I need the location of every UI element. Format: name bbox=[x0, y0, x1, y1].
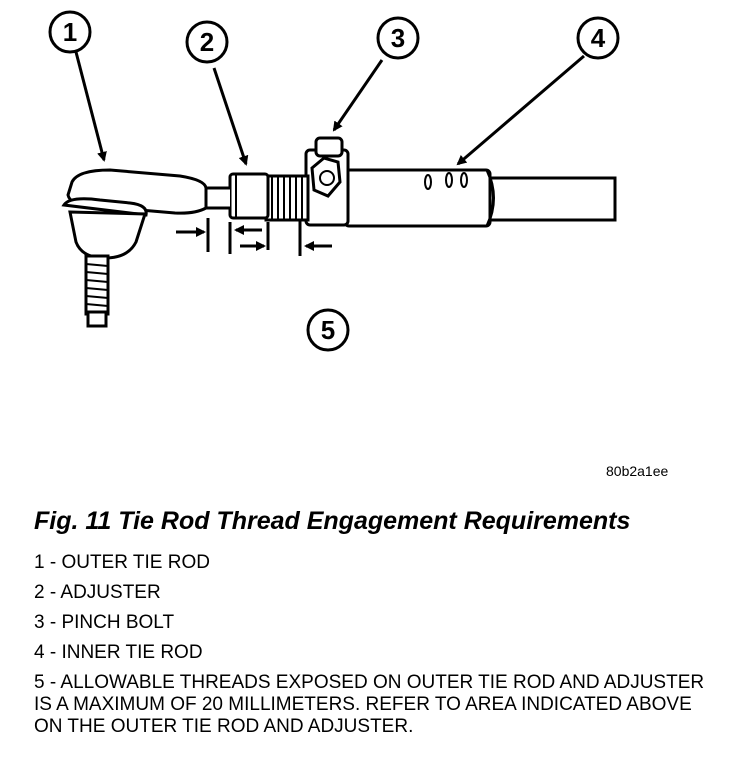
svg-text:4: 4 bbox=[591, 23, 606, 53]
legend-item: 1 - OUTER TIE ROD bbox=[34, 552, 210, 573]
callout-4: 4 bbox=[576, 16, 620, 60]
legend-list: 1 - OUTER TIE ROD 2 - ADJUSTER 3 - PINCH… bbox=[34, 552, 724, 746]
figure-caption: Fig. 11 Tie Rod Thread Engagement Requir… bbox=[34, 507, 631, 535]
legend-item: 3 - PINCH BOLT bbox=[34, 612, 175, 633]
svg-text:2: 2 bbox=[200, 27, 214, 57]
legend-item: 4 - INNER TIE ROD bbox=[34, 642, 203, 663]
callout-3: 3 bbox=[376, 16, 420, 60]
inner-tie-rod bbox=[343, 168, 617, 228]
adjuster bbox=[228, 172, 310, 222]
outer-tie-rod bbox=[61, 168, 230, 328]
svg-text:3: 3 bbox=[391, 23, 405, 53]
svg-text:5: 5 bbox=[321, 315, 335, 345]
callout-leaders bbox=[74, 51, 585, 166]
svg-text:1: 1 bbox=[63, 17, 77, 47]
tie-rod-diagram: 1 2 3 4 5 bbox=[48, 10, 620, 352]
legend-item: 2 - ADJUSTER bbox=[34, 582, 161, 603]
legend-item: 5 - ALLOWABLE THREADS EXPOSED ON OUTER T… bbox=[34, 672, 705, 737]
pinch-bolt bbox=[304, 136, 350, 227]
callout-5: 5 bbox=[306, 308, 350, 352]
figure-reference-code: 80b2a1ee bbox=[606, 463, 669, 479]
thread-measurement-marks bbox=[176, 218, 332, 256]
callout-2: 2 bbox=[185, 20, 229, 64]
callout-1: 1 bbox=[48, 10, 92, 54]
